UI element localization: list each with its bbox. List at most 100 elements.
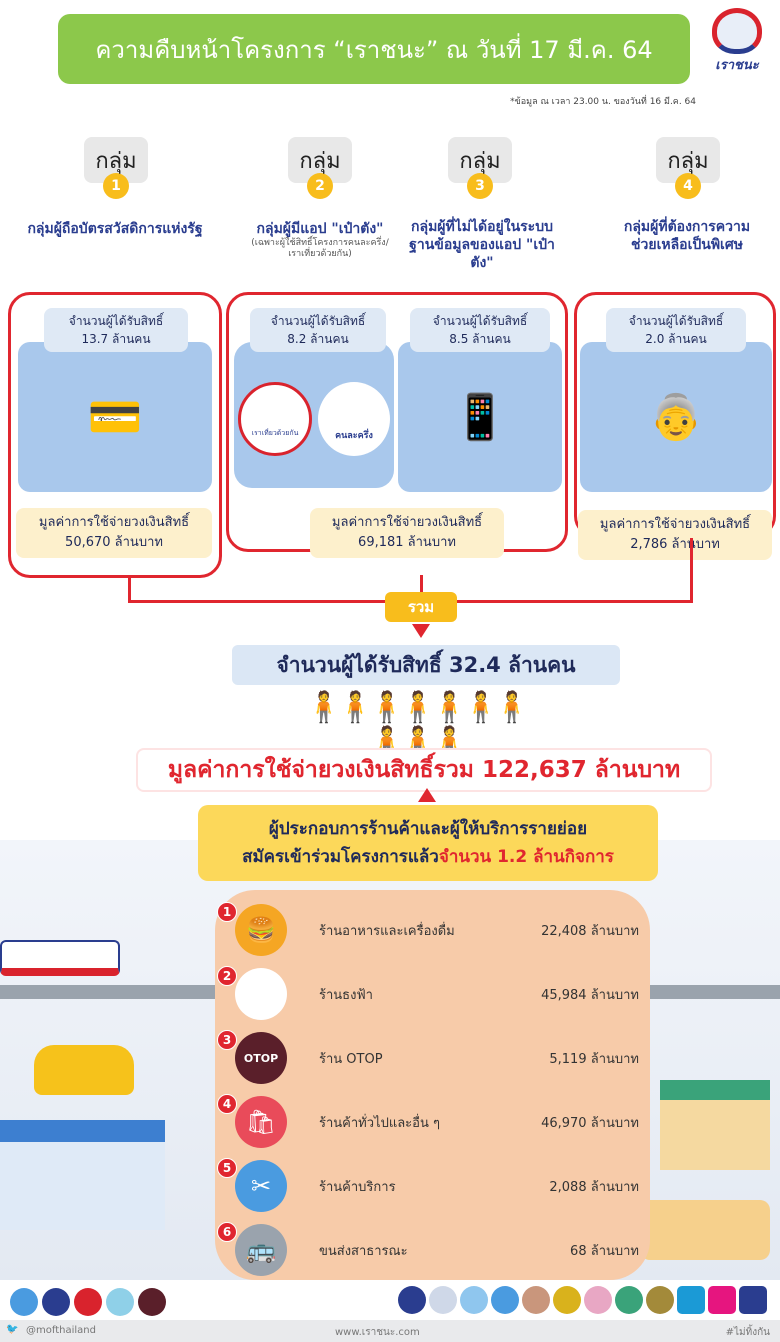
group-number-badge: 1 xyxy=(103,173,129,199)
website-link[interactable]: www.เราชนะ.com xyxy=(335,1327,420,1338)
partner-logos-left xyxy=(10,1288,166,1316)
partner-logo xyxy=(42,1288,70,1316)
scissors-icon: ✂ xyxy=(235,1160,287,1212)
rank-badge: 2 xyxy=(217,966,237,986)
count-value: 8.5 ล้านคน xyxy=(449,332,511,346)
spending-label: มูลค่าการใช้จ่ายวงเงินสิทธิ์ xyxy=(599,517,751,532)
shopping-bag-icon: 🛍 xyxy=(235,1096,287,1148)
shop-category-amount: 22,408 ล้านบาท xyxy=(541,923,639,939)
skytrain-track xyxy=(0,985,220,999)
bank-logo xyxy=(677,1286,705,1314)
burger-icon: 🍔 xyxy=(235,904,287,956)
spending-value: 50,670 ล้านบาท xyxy=(65,535,163,550)
spending-value: 2,786 ล้านบาท xyxy=(630,537,720,552)
rachana-logo: เราชนะ xyxy=(704,8,770,82)
agency-logo xyxy=(522,1286,550,1314)
twitter-icon: 🐦 xyxy=(6,1324,19,1335)
group-1-box xyxy=(8,292,222,578)
group-1-label: กลุ่มผู้ถือบัตรสวัสดิการแห่งรัฐ xyxy=(27,221,203,237)
merchants-line2: สมัครเข้าร่วมโครงการแล้ว xyxy=(242,847,439,867)
shop-category-name: ร้านธงฟ้า xyxy=(319,987,373,1003)
group-4-label: กลุ่มผู้ที่ต้องการความช่วยเหลือเป็นพิเศษ xyxy=(623,219,751,253)
blue-flag-icon: 🏳 xyxy=(235,968,287,1020)
food-truck-illustration xyxy=(640,1200,770,1260)
group-2-card: เราเที่ยวด้วยกัน คนละครึ่ง xyxy=(234,342,394,488)
half-half-logo: คนละครึ่ง xyxy=(318,382,390,456)
shop-category-name: ร้าน OTOP xyxy=(319,1051,383,1067)
shop-row: 2 🏳 ร้านธงฟ้า 45,984 ล้านบาท xyxy=(215,962,650,1026)
count-value: 8.2 ล้านคน xyxy=(287,332,349,346)
group-2-sublabel: (เฉพาะผู้ใช้สิทธิ์โครงการคนละครึ่ง/เราเท… xyxy=(251,238,389,259)
agency-logo xyxy=(460,1286,488,1314)
group-4-spending: มูลค่าการใช้จ่ายวงเงินสิทธิ์ 2,786 ล้านบา… xyxy=(578,510,772,560)
hashtag: #ไม่ทิ้งกัน xyxy=(725,1327,770,1338)
bus-icon: 🚌 xyxy=(235,1224,287,1276)
group-4-count: จำนวนผู้ได้รับสิทธิ์ 2.0 ล้านคน xyxy=(606,308,746,352)
count-value: 2.0 ล้านคน xyxy=(645,332,707,346)
sum-label: รวม xyxy=(385,592,457,622)
agency-logo xyxy=(398,1286,426,1314)
shop-category-amount: 68 ล้านบาท xyxy=(570,1243,639,1259)
skytrain-track-right xyxy=(650,985,780,999)
footer-bar: 🐦 @mofthailand www.เราชนะ.com #ไม่ทิ้งกั… xyxy=(0,1320,780,1342)
group-2-3-spending: มูลค่าการใช้จ่ายวงเงินสิทธิ์69,181 ล้านบ… xyxy=(310,508,504,558)
connector xyxy=(420,575,423,595)
partner-logo xyxy=(74,1288,102,1316)
merchants-box: ผู้ประกอบการร้านค้าและผู้ให้บริการรายย่อ… xyxy=(198,805,658,881)
spending-label: มูลค่าการใช้จ่ายวงเงินสิทธิ์ xyxy=(38,515,190,530)
total-value: มูลค่าการใช้จ่ายวงเงินสิทธิ์รวม 122,637 … xyxy=(138,750,710,790)
crowd-illustration: 🧍🧍🧍🧍🧍🧍🧍🧍🧍🧍 xyxy=(305,690,530,760)
shop-row: 3 OTOP ร้าน OTOP 5,119 ล้านบาท xyxy=(215,1026,650,1090)
shop-row: 4 🛍 ร้านค้าทั่วไปและอื่น ๆ 46,970 ล้านบา… xyxy=(215,1090,650,1154)
partner-logo xyxy=(106,1288,134,1316)
rank-badge: 1 xyxy=(217,902,237,922)
data-note: *ข้อมูล ณ เวลา 23.00 น. ของวันที่ 16 มี.… xyxy=(510,97,696,107)
group-1-count: จำนวนผู้ได้รับสิทธิ์13.7 ล้านคน xyxy=(44,308,188,352)
taxi-illustration xyxy=(34,1045,134,1095)
shop-row: 6 🚌 ขนส่งสาธารณะ 68 ล้านบาท xyxy=(215,1218,650,1282)
group-number-badge: 3 xyxy=(467,173,493,199)
group-word: กลุ่ม xyxy=(448,137,512,183)
shop-category-name: ร้านค้าบริการ xyxy=(319,1179,396,1195)
heart-logo-icon xyxy=(712,8,762,54)
shop-category-amount: 5,119 ล้านบาท xyxy=(549,1051,639,1067)
shop-category-amount: 46,970 ล้านบาท xyxy=(541,1115,639,1131)
group-3-count: จำนวนผู้ได้รับสิทธิ์ 8.5 ล้านคน xyxy=(410,308,550,352)
group-2-label-wrap: กลุ่มผู้มีแอป "เป๋าตัง" (เฉพาะผู้ใช้สิทธ… xyxy=(250,220,390,260)
rank-badge: 5 xyxy=(217,1158,237,1178)
group-2-label: กลุ่มผู้มีแอป "เป๋าตัง" xyxy=(256,221,384,237)
government-logos xyxy=(398,1286,767,1314)
page-title: ความคืบหน้าโครงการ “เราชนะ” ณ วันที่ 17 … xyxy=(58,14,690,84)
group-1-spending: มูลค่าการใช้จ่ายวงเงินสิทธิ์ 50,670 ล้านบ… xyxy=(16,508,212,558)
agency-logo xyxy=(429,1286,457,1314)
connector xyxy=(128,578,131,602)
merchants-line1: ผู้ประกอบการร้านค้าและผู้ให้บริการรายย่อ… xyxy=(268,819,588,839)
partner-logo xyxy=(10,1288,38,1316)
shop-categories-card: 1 🍔 ร้านอาหารและเครื่องดื่ม 22,408 ล้านบ… xyxy=(215,890,650,1280)
total-recipients: จำนวนผู้ได้รับสิทธิ์ 32.4 ล้านคน xyxy=(232,645,620,685)
count-label: จำนวนผู้ได้รับสิทธิ์ xyxy=(628,314,724,328)
count-label: จำนวนผู้ได้รับสิทธิ์ xyxy=(432,314,528,328)
logo-text: เราชนะ xyxy=(715,58,759,73)
twitter-handle[interactable]: @mofthailand xyxy=(26,1325,96,1336)
connector xyxy=(690,538,693,602)
group-number-badge: 4 xyxy=(675,173,701,199)
arrow-up-icon xyxy=(418,788,436,802)
shop-category-name: ขนส่งสาธารณะ xyxy=(319,1243,408,1259)
skytrain-illustration xyxy=(0,940,120,976)
spending-value: 69,181 ล้านบาท xyxy=(358,535,456,550)
count-label: จำนวนผู้ได้รับสิทธิ์ xyxy=(68,314,164,328)
count-label: จำนวนผู้ได้รับสิทธิ์ xyxy=(270,314,366,328)
otop-logo xyxy=(138,1288,166,1316)
rank-badge: 4 xyxy=(217,1094,237,1114)
elderly-disabled-illustration: 👵 xyxy=(580,342,772,492)
agency-logo xyxy=(615,1286,643,1314)
arrow-down-icon xyxy=(412,624,430,638)
shop-row: 1 🍔 ร้านอาหารและเครื่องดื่ม 22,408 ล้านบ… xyxy=(215,898,650,962)
travel-together-logo: เราเที่ยวด้วยกัน xyxy=(238,382,312,456)
group-word: กลุ่ม xyxy=(656,137,720,183)
